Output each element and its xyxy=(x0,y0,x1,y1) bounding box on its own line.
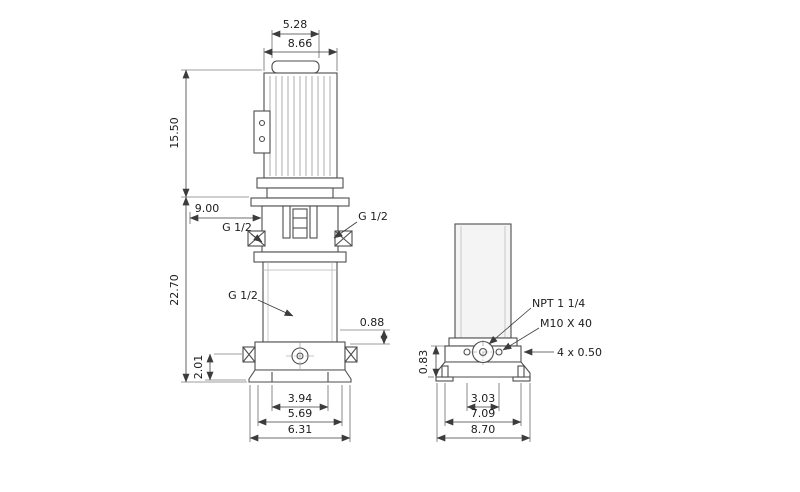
dim-head-width: 9.00 xyxy=(195,202,220,215)
bolt-hole-right xyxy=(495,348,503,356)
front-view: 5.28 8.66 15.50 22.70 9.00 G 1/2 G 1/2 xyxy=(168,18,390,442)
motor-body xyxy=(263,72,338,179)
chamber-stack xyxy=(262,261,338,343)
base-skirt xyxy=(248,369,352,383)
side-view: NPT 1 1/4 M10 X 40 4 x 0.50 0.83 3.03 7.… xyxy=(417,223,602,442)
pump-head xyxy=(247,197,353,263)
terminal-box xyxy=(253,110,271,154)
suction-port-left xyxy=(242,346,256,363)
terminal-box-screw xyxy=(258,119,266,127)
foot-pad-left xyxy=(435,376,454,382)
bolt-slot-left xyxy=(441,365,449,378)
dim-flange-height: 0.83 xyxy=(417,350,430,375)
front-dimensions: 5.28 8.66 15.50 22.70 9.00 G 1/2 G 1/2 xyxy=(168,18,390,442)
dim-foot-inner-width: 3.94 xyxy=(288,392,313,405)
dim-base-width-front: 6.31 xyxy=(288,423,313,436)
coupling-stud-right xyxy=(309,205,318,239)
dim-port-height: 2.01 xyxy=(192,355,205,380)
pump-base xyxy=(242,341,358,383)
motor-stool xyxy=(266,187,334,199)
head-top-flange xyxy=(250,197,350,207)
side-dimensions: NPT 1 1/4 M10 X 40 4 x 0.50 0.83 3.03 7.… xyxy=(417,297,602,442)
coupling-stud-left xyxy=(282,205,291,239)
motor-fins xyxy=(269,76,331,176)
head-bottom-flange xyxy=(253,251,347,263)
foot-pad-right xyxy=(512,376,531,382)
label-bolt-spec: M10 X 40 xyxy=(540,317,592,330)
label-slot-spec: 4 x 0.50 xyxy=(557,346,602,359)
coupling-block xyxy=(292,208,308,239)
dim-foot-width: 5.69 xyxy=(288,407,313,420)
motor-flange xyxy=(256,177,344,189)
side-base xyxy=(435,337,531,382)
discharge-port-right xyxy=(344,346,358,363)
motor-outline xyxy=(253,60,344,199)
label-port-top-right: G 1/2 xyxy=(358,210,388,223)
gauge-port-right xyxy=(334,230,353,247)
dim-base-offset: 0.88 xyxy=(360,316,385,329)
terminal-box-screw xyxy=(258,135,266,143)
dim-motor-width: 8.66 xyxy=(288,37,313,50)
dim-base-width-side: 8.70 xyxy=(471,423,496,436)
bolt-hole-left xyxy=(463,348,471,356)
dim-port-spacing: 3.03 xyxy=(471,392,496,405)
label-port-top-left: G 1/2 xyxy=(222,221,252,234)
motor-top-cap xyxy=(271,60,320,74)
column-body xyxy=(454,223,512,339)
dim-pump-height: 22.70 xyxy=(168,274,181,306)
label-npt-port: NPT 1 1/4 xyxy=(532,297,585,310)
bolt-slot-right xyxy=(517,365,525,378)
dim-cap-width: 5.28 xyxy=(283,18,308,31)
stack-sleeve xyxy=(262,261,338,343)
dim-bolt-spacing: 7.09 xyxy=(471,407,496,420)
side-column xyxy=(454,223,512,339)
dim-motor-height: 15.50 xyxy=(168,117,181,149)
label-port-mid: G 1/2 xyxy=(228,289,258,302)
